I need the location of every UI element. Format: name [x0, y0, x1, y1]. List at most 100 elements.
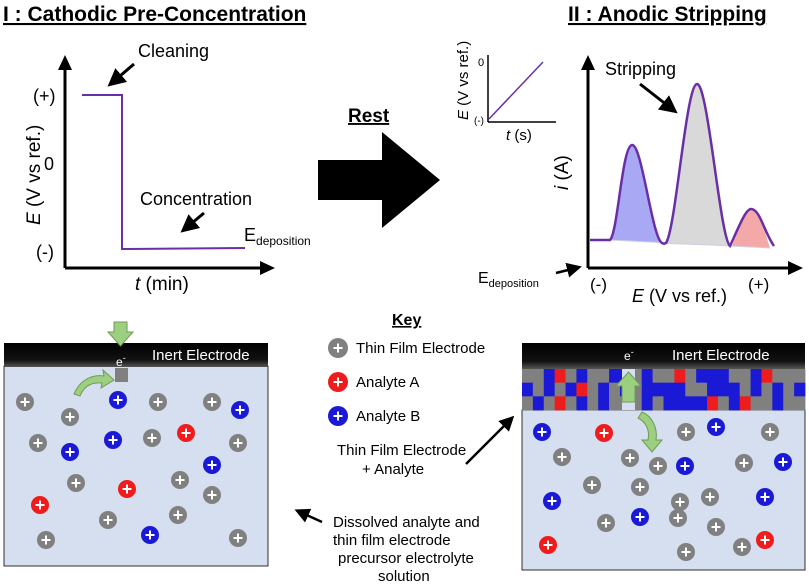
film-cell: [576, 369, 588, 384]
left-deposit-arrow: [73, 368, 115, 397]
inset-axes: [487, 55, 556, 123]
thin-film-ion: [735, 454, 753, 472]
film-cell: [532, 396, 545, 411]
film-cell: [652, 382, 664, 397]
film-cell: [794, 396, 806, 411]
panel1-axes: [58, 55, 275, 275]
stripping-trace: [590, 82, 776, 248]
peak-a-fill: [610, 144, 662, 243]
film-cell: [554, 369, 566, 384]
inset-ramp-trace: [488, 61, 544, 120]
film-cell: [641, 396, 654, 411]
thin-film-ion: [67, 474, 85, 492]
film-cell: [761, 396, 773, 411]
film-cell: [630, 369, 643, 384]
rest-arrow: [318, 132, 440, 228]
inset-y-axis-label: E (V vs ref.): [455, 41, 472, 120]
film-cell: [685, 396, 697, 411]
panel2-xtick-minus: (-): [590, 275, 607, 294]
caption-line-3: precursor electrolyte: [338, 550, 474, 567]
baseline: [609, 239, 771, 249]
panel1-title: I : Cathodic Pre-Concentration: [3, 3, 306, 26]
film-cell: [630, 396, 643, 411]
film-cell: [543, 382, 556, 397]
film-cell: [707, 382, 719, 397]
film-cell: [739, 382, 751, 397]
thin-film-ion: [671, 493, 689, 511]
panel1-edeposition-label: Edeposition: [244, 225, 311, 248]
film-cell: [707, 369, 719, 384]
thin-film-ion: [631, 478, 649, 496]
film-cell: [739, 369, 751, 384]
stripping-arrow: [639, 82, 678, 114]
right-ions: [533, 418, 792, 561]
thin-film-ion: [171, 471, 189, 489]
panel2-xtick-plus: (+): [748, 275, 769, 294]
film-cell: [576, 396, 588, 411]
film-cell: [674, 396, 686, 411]
analyte-b-ion: [543, 492, 561, 510]
thin-film-ion: [229, 434, 247, 452]
film-cell: [598, 396, 610, 411]
thin-film-ion: [621, 449, 639, 467]
caption-line-4: solution: [378, 568, 430, 585]
film-cell: [739, 396, 751, 411]
panel2-title: II : Anodic Stripping: [568, 3, 767, 26]
thin-film-ion: [597, 514, 615, 532]
analyte-b-ion: [774, 453, 792, 471]
right-film-layer: [522, 369, 806, 411]
film-cell: [707, 396, 719, 411]
film-cell: [728, 369, 741, 384]
right-release-arrow: [637, 411, 664, 453]
film-cell: [663, 382, 675, 397]
thin-film-ion: [143, 429, 161, 447]
film-cell: [728, 396, 741, 411]
analyte-b-ion: [756, 488, 774, 506]
thin-film-ion: [203, 486, 221, 504]
key-combo-line-2: + Analyte: [362, 461, 424, 478]
key-combo-arrow: [465, 415, 515, 465]
film-cell: [674, 382, 686, 397]
film-cell: [794, 369, 806, 384]
film-cell: [641, 369, 654, 384]
film-cell: [761, 382, 773, 397]
key-item-label: Analyte B: [356, 408, 420, 425]
concentration-label: Concentration: [140, 189, 252, 209]
peak-film-fill: [665, 83, 732, 247]
thin-film-ion: [669, 509, 687, 527]
caption-line-1: Dissolved analyte and: [333, 514, 480, 531]
film-cell: [532, 369, 545, 384]
film-cell: [598, 369, 610, 384]
film-cell: [532, 382, 545, 397]
right-electrode-label: Inert Electrode: [672, 347, 770, 364]
analyte-a-ion: [177, 424, 195, 442]
film-cell: [522, 369, 534, 384]
film-cell: [696, 369, 708, 384]
thin-film-ion: [203, 393, 221, 411]
right-inert-electrode: [522, 343, 805, 369]
film-cell: [761, 369, 773, 384]
film-cell: [685, 369, 697, 384]
film-cell: [772, 369, 784, 384]
film-cell: [772, 396, 784, 411]
film-cell: [598, 382, 610, 397]
peak-b-fill: [732, 209, 770, 248]
film-cell: [750, 369, 762, 384]
analyte-b-ion: [328, 406, 348, 426]
film-cell: [609, 382, 621, 397]
analyte-a-ion: [595, 424, 613, 442]
analyte-a-ion: [539, 536, 557, 554]
thin-film-ion: [16, 393, 34, 411]
caption-line-2: thin film electrode: [333, 532, 451, 549]
thin-film-ion: [169, 506, 187, 524]
film-cell: [565, 369, 577, 384]
analyte-b-ion: [203, 456, 221, 474]
film-cell: [783, 382, 795, 397]
thin-film-ion: [761, 423, 779, 441]
film-cell: [543, 396, 556, 411]
film-cell: [652, 396, 664, 411]
film-cell: [696, 396, 708, 411]
thin-film-ion: [149, 393, 167, 411]
film-cell: [783, 369, 795, 384]
